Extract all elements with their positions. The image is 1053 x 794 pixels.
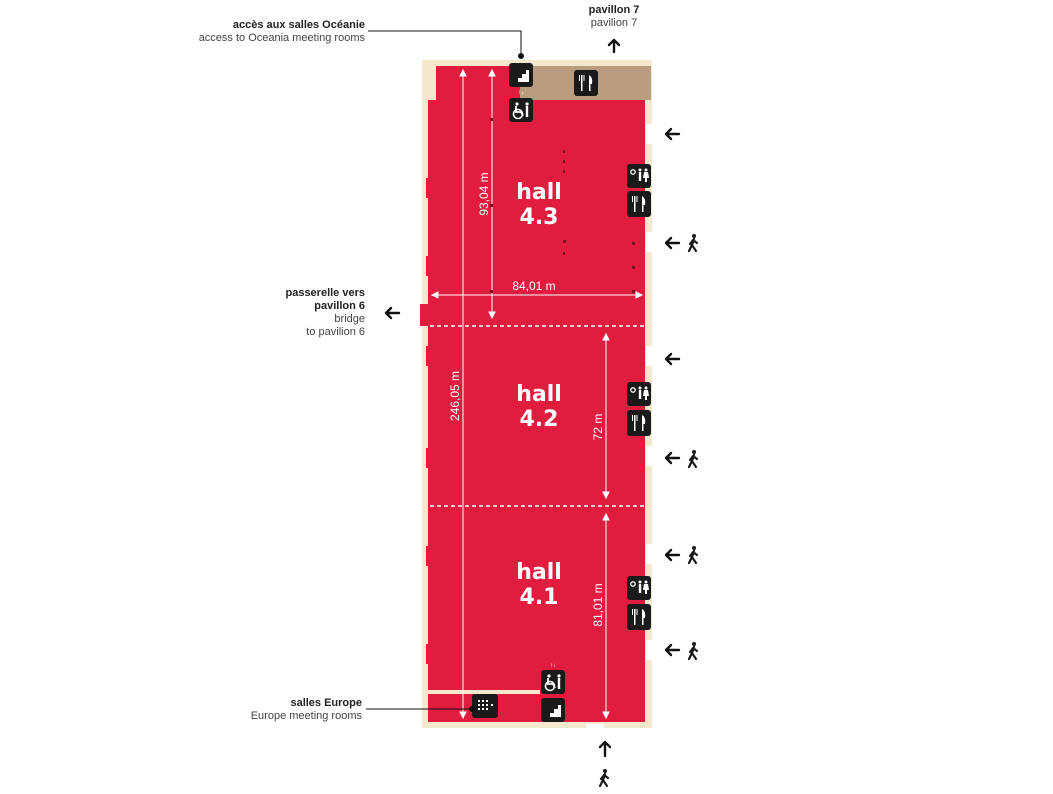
restaurant-icon bbox=[627, 191, 651, 217]
europe-label-fr: salles Europe bbox=[290, 697, 362, 709]
europe-label: salles Europe Europe meeting rooms bbox=[251, 697, 362, 723]
hall-floor-top bbox=[436, 66, 520, 102]
pedestrian-icon bbox=[687, 448, 699, 469]
pavilion-7-label-fr: pavillon 7 bbox=[588, 4, 640, 16]
hall-number: 4.1 bbox=[519, 585, 559, 610]
up-down-mark: ↑↓ bbox=[550, 663, 556, 669]
restrooms-icon bbox=[626, 575, 652, 601]
europe-lobby-strip bbox=[428, 690, 540, 694]
hall-4-1-label: hall 4.1 bbox=[494, 560, 584, 610]
up-down-mark: ↑↓ bbox=[518, 90, 524, 96]
pedestrian-icon bbox=[687, 640, 699, 661]
pavilion-6-label-en1: bridge bbox=[334, 313, 365, 325]
pavilion-6-label-fr1: passerelle vers bbox=[285, 287, 365, 299]
bridge-opening bbox=[420, 304, 436, 326]
pedestrian-icon bbox=[687, 544, 699, 565]
pedestrian-icon bbox=[598, 767, 610, 788]
arrow-icon bbox=[598, 740, 612, 758]
dimension-hall-4-1-length: 81,01 m bbox=[591, 583, 605, 627]
hall-4-2-label: hall 4.2 bbox=[494, 382, 584, 432]
pavilion-6-label-en2: to pavilion 6 bbox=[306, 326, 365, 338]
hall-title: hall bbox=[516, 382, 562, 407]
dimension-lines bbox=[430, 68, 644, 720]
dimension-total-length: 246,05 m bbox=[448, 370, 462, 422]
elevator-icon bbox=[472, 694, 498, 718]
dimension-width: 84,01 m bbox=[512, 279, 556, 293]
arrow-icon bbox=[664, 548, 681, 562]
oceania-label-en: access to Oceania meeting rooms bbox=[198, 32, 365, 44]
pavilion-6-label: passerelle vers pavillon 6 bridge to pav… bbox=[285, 287, 365, 339]
wheelchair-lift-icon bbox=[508, 97, 534, 123]
europe-label-en: Europe meeting rooms bbox=[250, 710, 362, 722]
pavilion-7-label-en: pavilion 7 bbox=[590, 17, 638, 29]
arrow-icon bbox=[384, 306, 401, 320]
pavilion-7-label: pavillon 7 pavilion 7 bbox=[586, 4, 642, 30]
pedestrian-icon bbox=[687, 232, 699, 253]
arrow-icon bbox=[664, 451, 681, 465]
arrow-icon bbox=[664, 127, 681, 141]
restaurant-icon bbox=[627, 410, 651, 436]
wheelchair-lift-icon bbox=[540, 669, 566, 695]
column-dots bbox=[490, 118, 635, 293]
wall-notches-left bbox=[426, 178, 434, 664]
pavilion-6-label-fr2: pavillon 6 bbox=[314, 300, 365, 312]
dimension-hall-4-2-length: 72 m bbox=[591, 413, 605, 441]
hall-number: 4.3 bbox=[519, 205, 559, 230]
restrooms-icon bbox=[626, 381, 652, 407]
restaurant-icon bbox=[627, 604, 651, 630]
hall-title: hall bbox=[516, 560, 562, 585]
arrow-icon bbox=[607, 38, 621, 54]
hall-4-3-label: hall 4.3 bbox=[494, 180, 584, 230]
stairs-icon bbox=[541, 698, 565, 722]
hall-number: 4.2 bbox=[519, 407, 559, 432]
arrow-icon bbox=[664, 236, 681, 250]
dimension-hall-4-3-length: 93,04 m bbox=[477, 172, 491, 216]
wall-doors bbox=[586, 124, 654, 730]
restaurant-icon bbox=[574, 70, 598, 96]
oceania-label: accès aux salles Océanie access to Ocean… bbox=[199, 19, 365, 45]
oceania-label-fr: accès aux salles Océanie bbox=[232, 19, 365, 31]
arrow-icon bbox=[664, 352, 681, 366]
hall-floor bbox=[428, 100, 645, 722]
leader-lines bbox=[366, 30, 524, 712]
hall-title: hall bbox=[516, 180, 562, 205]
restrooms-icon bbox=[626, 163, 652, 189]
arrow-icon bbox=[664, 643, 681, 657]
stairs-icon bbox=[509, 63, 533, 87]
